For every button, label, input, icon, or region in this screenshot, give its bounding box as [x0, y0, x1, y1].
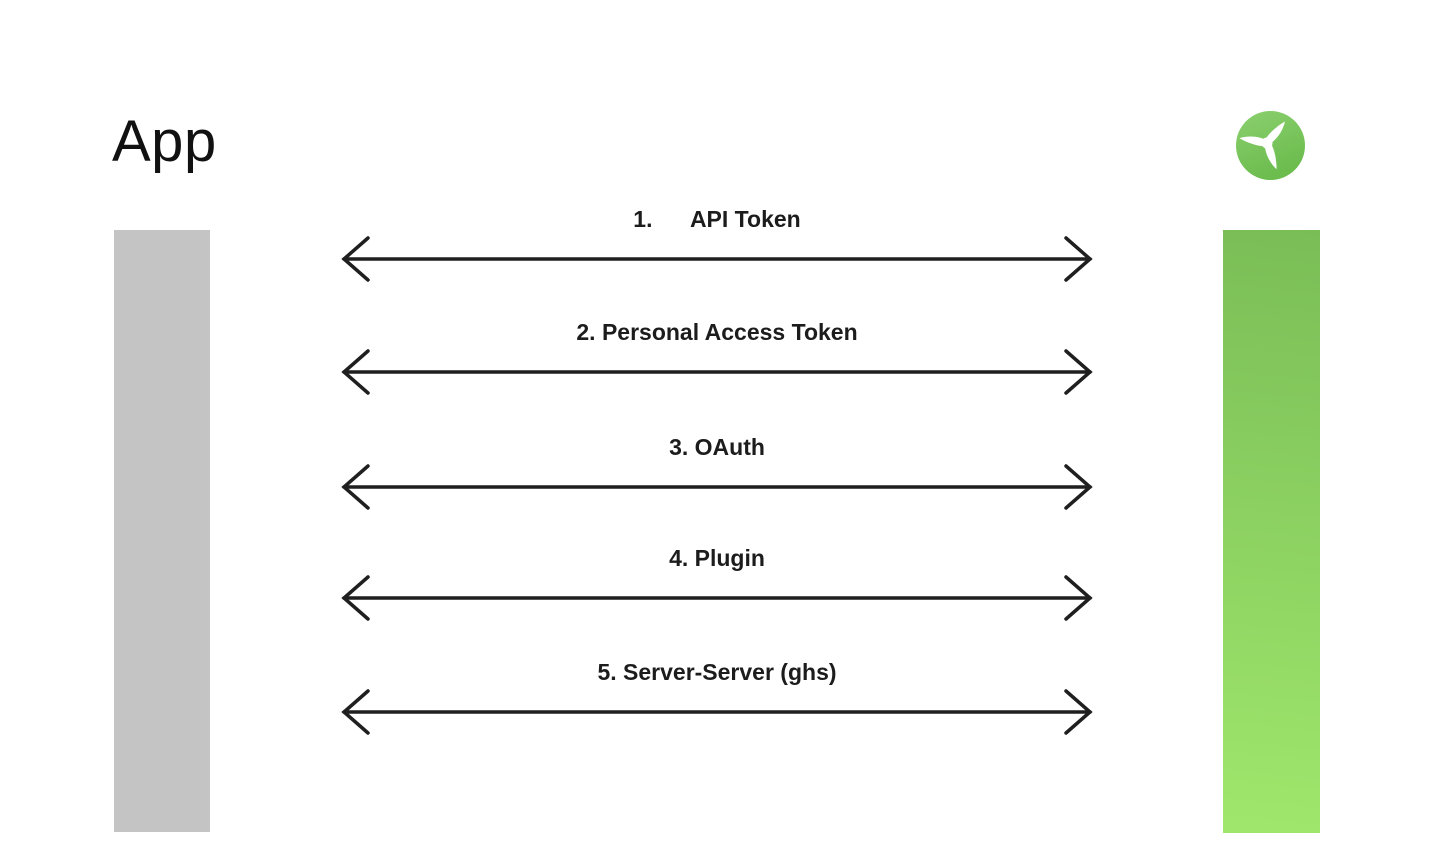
double-arrow: [341, 349, 1093, 395]
connection-label: 2. Personal Access Token: [576, 319, 858, 345]
connection-label: 5. Server-Server (ghs): [597, 659, 837, 685]
app-title: App: [112, 109, 217, 174]
app-lifeline-bar: [114, 230, 210, 832]
service-lifeline-bar: [1223, 230, 1320, 833]
double-arrow: [341, 689, 1093, 735]
propeller-icon: [1236, 111, 1305, 180]
double-arrow: [341, 236, 1093, 282]
double-arrow: [341, 575, 1093, 621]
connection-label: 1. API Token: [633, 206, 801, 232]
connection-row-personal-access-token: 2. Personal Access Token: [330, 318, 1104, 400]
connection-label: 3. OAuth: [669, 434, 765, 460]
connection-row-server-server: 5. Server-Server (ghs): [330, 658, 1104, 740]
connection-row-plugin: 4. Plugin: [330, 544, 1104, 626]
connection-row-api-token: 1. API Token: [330, 205, 1104, 287]
connection-row-oauth: 3. OAuth: [330, 433, 1104, 515]
connection-label: 4. Plugin: [669, 545, 765, 571]
double-arrow: [341, 464, 1093, 510]
